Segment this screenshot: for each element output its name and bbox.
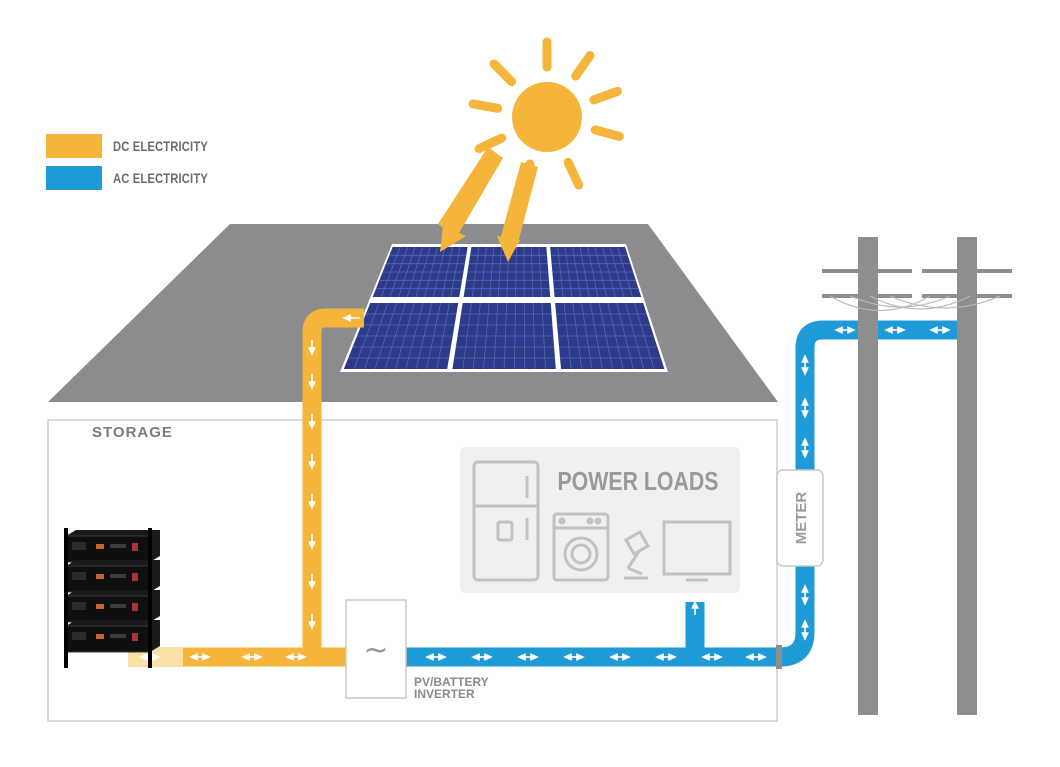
inverter-label-line2: INVERTER [414, 688, 489, 700]
inverter-symbol: ~ [363, 633, 388, 668]
power-loads-panel: POWER LOADS [460, 447, 740, 593]
solar-panel-icon [340, 244, 668, 372]
power-pole-icon [822, 237, 1012, 715]
legend-ac-label: AC ELECTRICITY [113, 170, 208, 186]
meter: METER [777, 470, 823, 566]
inverter-label: PV/BATTERY INVERTER [414, 676, 489, 700]
power-loads-title: POWER LOADS [557, 467, 718, 497]
storage-label: STORAGE [92, 424, 173, 441]
legend-dc-label: DC ELECTRICITY [113, 138, 208, 154]
legend-ac-swatch [46, 166, 102, 190]
inverter: ~ [346, 600, 406, 698]
battery-stack-icon [64, 528, 160, 668]
legend-dc-swatch [46, 134, 102, 158]
meter-label: METER [793, 492, 810, 545]
